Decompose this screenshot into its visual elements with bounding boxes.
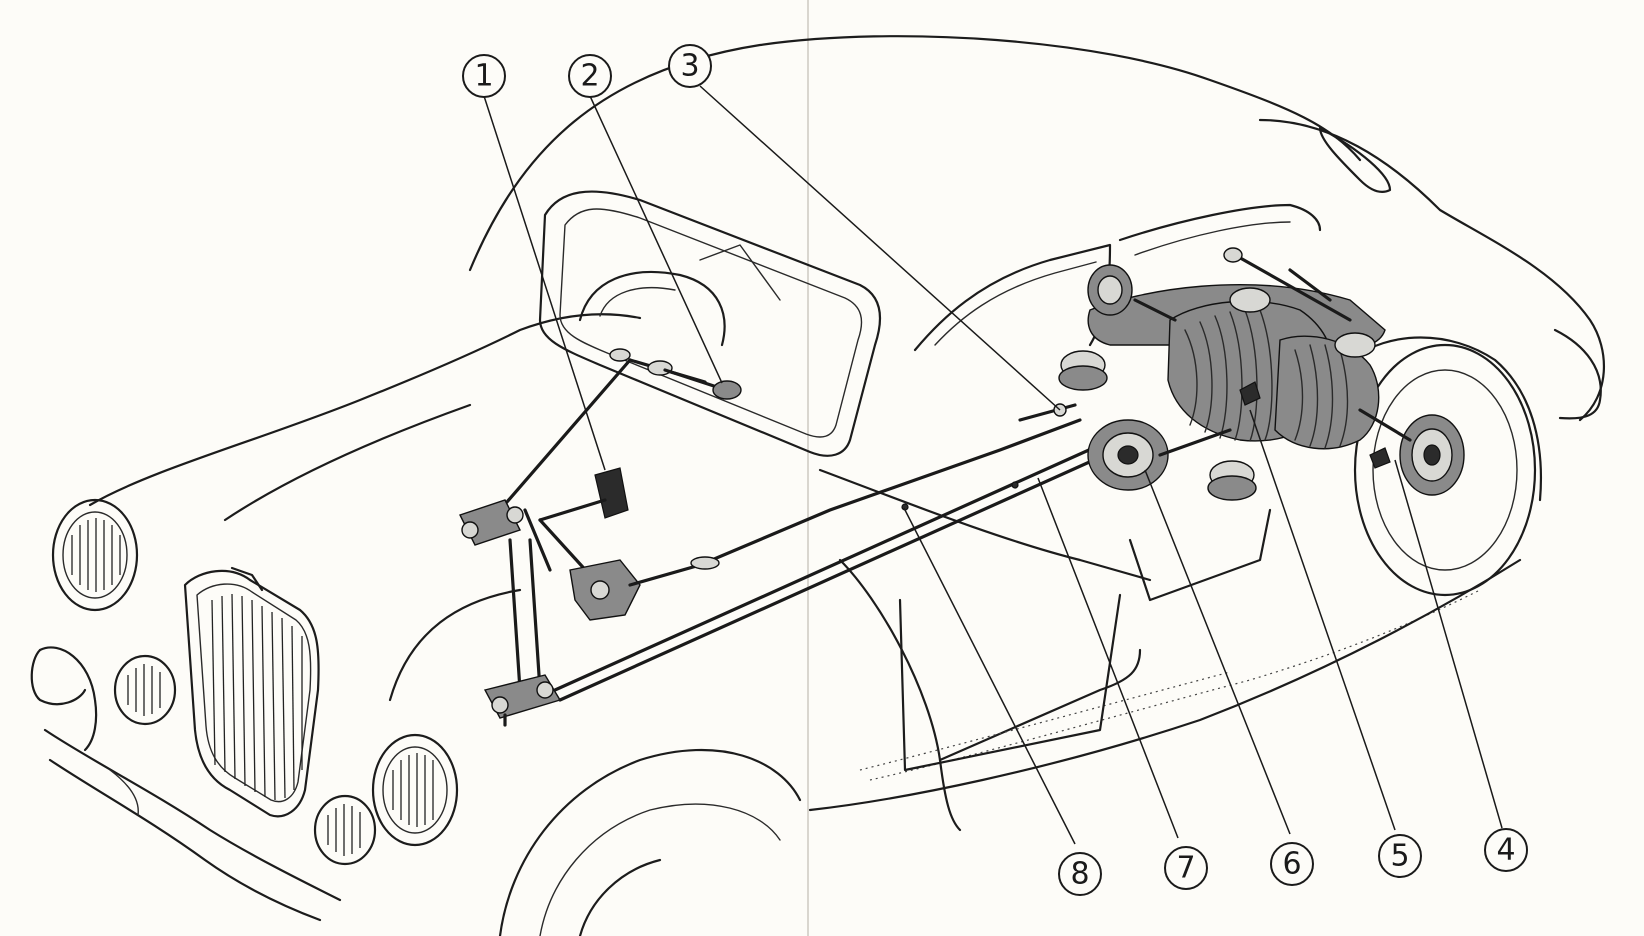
callout-7-label: 7 (1176, 851, 1195, 886)
leader-8 (903, 507, 1076, 845)
leader-7 (1037, 477, 1179, 839)
leader-1 (483, 95, 606, 471)
front-brake-linkage (459, 348, 742, 727)
callout-2: 2 (568, 54, 612, 98)
callout-2-label: 2 (580, 59, 599, 94)
callout-4: 4 (1484, 828, 1528, 872)
callout-7: 7 (1164, 846, 1208, 890)
callout-3-label: 3 (680, 49, 699, 84)
callout-1: 1 (462, 54, 506, 98)
leader-4 (1394, 459, 1503, 829)
leader-5 (1249, 409, 1396, 831)
callout-5: 5 (1378, 834, 1422, 878)
leader-2 (589, 95, 723, 384)
callout-6-label: 6 (1282, 847, 1301, 882)
brake-rods (553, 403, 1107, 702)
callout-5-label: 5 (1390, 839, 1409, 874)
callout-8: 8 (1058, 852, 1102, 896)
leader-lines (483, 85, 1503, 845)
callout-6: 6 (1270, 842, 1314, 886)
car-body-outline (88, 35, 1606, 936)
grille-bars (211, 593, 303, 801)
callout-3: 3 (668, 44, 712, 88)
handbrake-handle (712, 380, 742, 400)
brake-pedal (594, 467, 629, 519)
callout-4-label: 4 (1496, 833, 1515, 868)
car-front (30, 498, 459, 922)
leader-3 (699, 85, 1061, 411)
callout-8-label: 8 (1070, 857, 1089, 892)
callout-1-label: 1 (474, 59, 493, 94)
leader-6 (1144, 469, 1291, 835)
rear-axle-assembly (1058, 247, 1465, 501)
